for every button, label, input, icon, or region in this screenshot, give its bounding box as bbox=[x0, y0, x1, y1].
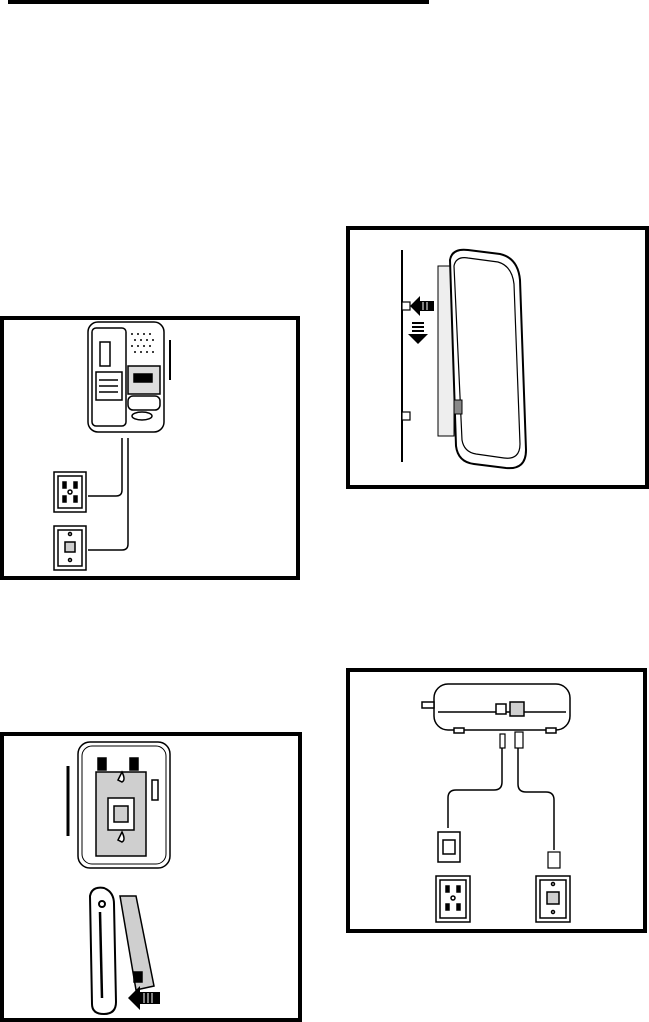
phone-jack-icon bbox=[536, 876, 570, 922]
rear-connections-figure bbox=[346, 668, 647, 933]
power-outlet-icon bbox=[436, 876, 470, 922]
top-rule bbox=[8, 0, 429, 4]
base-rear-icon bbox=[422, 684, 570, 733]
bracket-side-icon bbox=[120, 896, 154, 990]
bracket-install-figure bbox=[0, 732, 302, 1022]
power-adapter-icon bbox=[438, 832, 460, 862]
push-arrow-icon bbox=[410, 296, 434, 316]
push-arrow-icon bbox=[128, 986, 160, 1010]
down-arrow-icon bbox=[408, 322, 428, 344]
base-side-icon bbox=[90, 888, 116, 1014]
desk-installation-figure bbox=[0, 316, 300, 580]
power-outlet-icon bbox=[54, 472, 86, 512]
base-side-icon bbox=[438, 250, 526, 468]
phone-jack-icon bbox=[54, 526, 86, 570]
wall-mount-side-figure bbox=[346, 226, 649, 489]
phone-plug-icon bbox=[548, 852, 560, 868]
peg-icon bbox=[402, 302, 410, 420]
base-unit-icon bbox=[88, 322, 170, 432]
